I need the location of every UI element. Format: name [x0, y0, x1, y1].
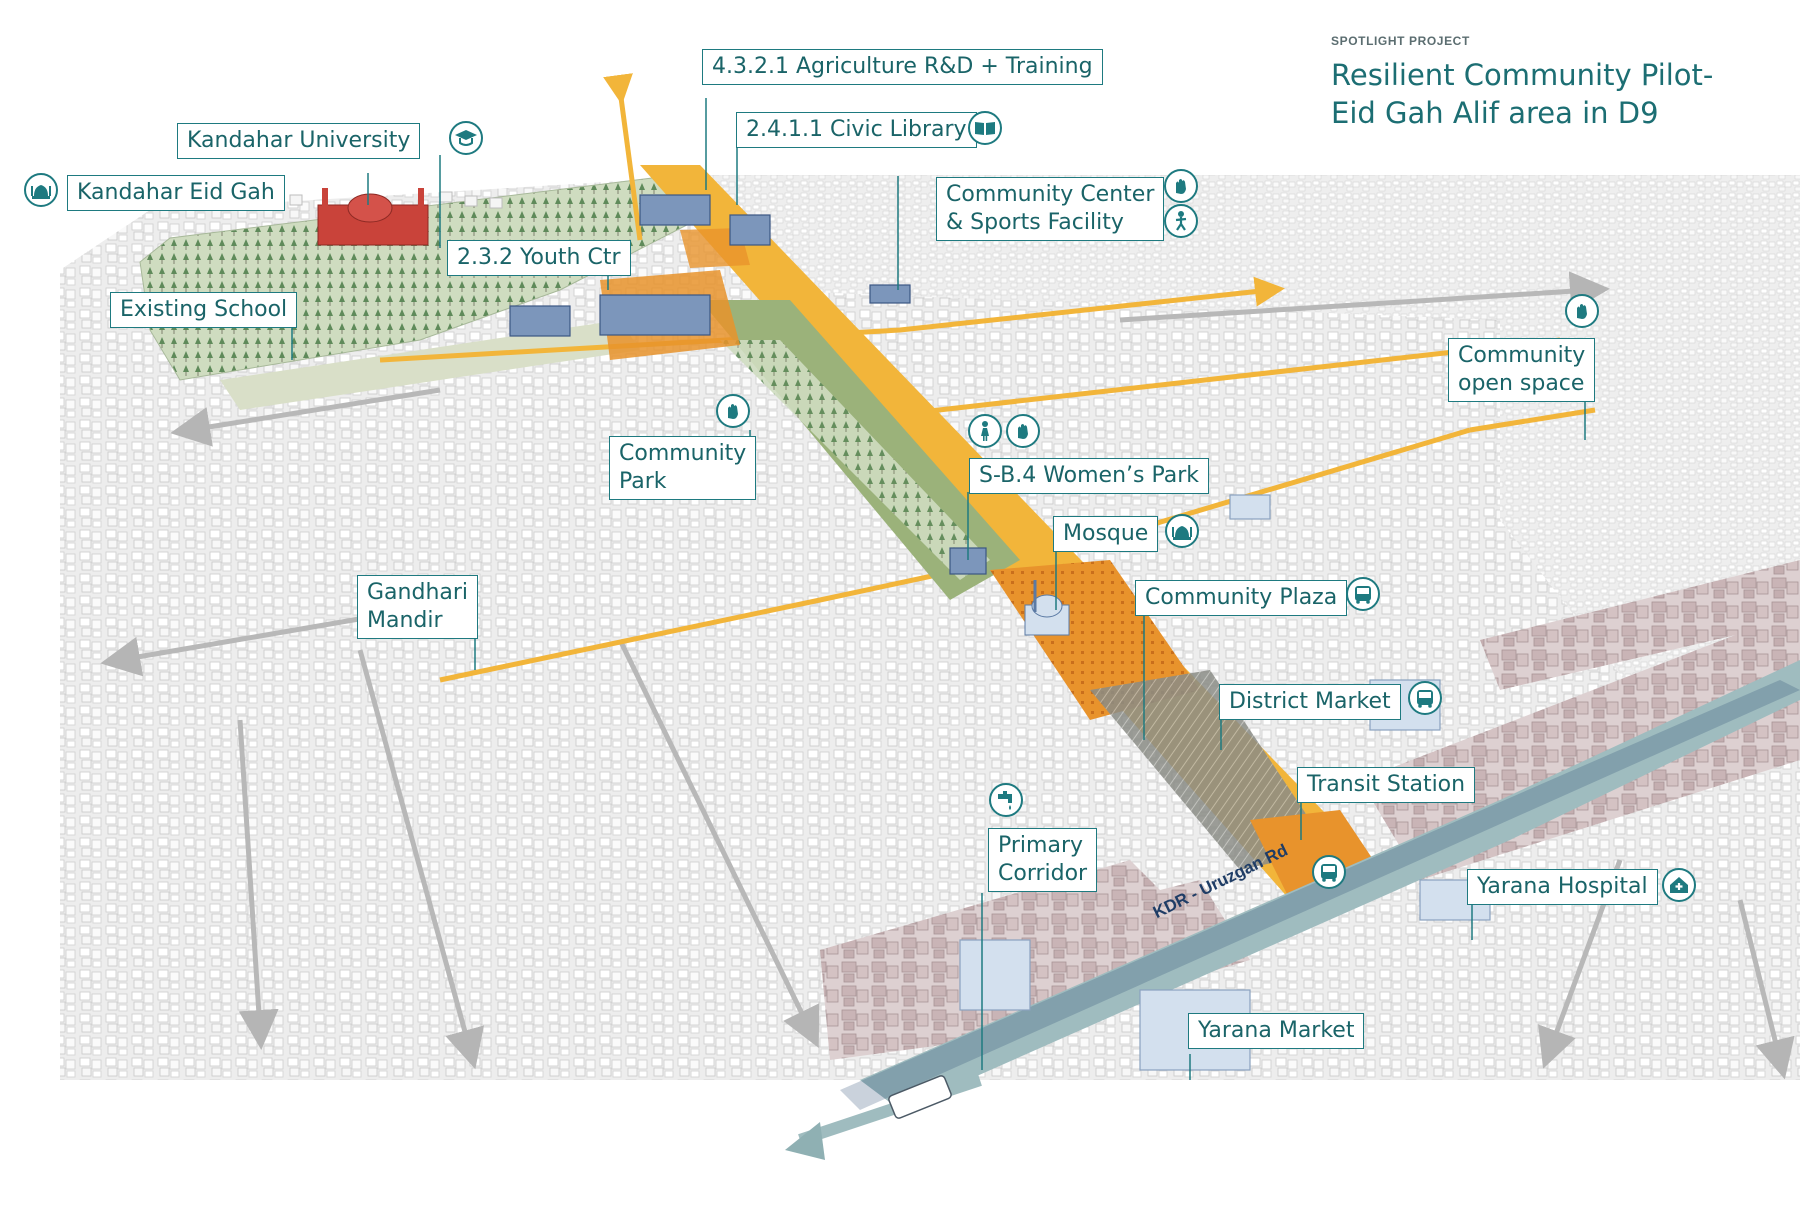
callout-existing-school[interactable]: Existing School	[110, 292, 298, 328]
callout-open-space-line-1: Community	[1458, 343, 1586, 368]
eid-gah-complex	[259, 188, 503, 246]
water-tap-icon	[989, 783, 1023, 817]
woman-icon	[968, 414, 1002, 448]
hand-icon	[716, 394, 750, 428]
primary-corridor	[600, 165, 1380, 900]
callout-gandhari-mandir[interactable]: Gandhari Mandir	[357, 575, 479, 639]
civic-buildings	[509, 194, 1491, 1071]
mosque-icon	[24, 173, 58, 207]
callout-community-plaza[interactable]: Community Plaza	[1135, 580, 1348, 616]
callout-corridor-line-2: Corridor	[998, 861, 1088, 886]
page-title-line-1: Resilient Community Pilot-	[1331, 58, 1714, 92]
mosque-icon	[1165, 514, 1199, 548]
page-title: Resilient Community Pilot- Eid Gah Alif …	[1331, 56, 1751, 132]
callout-kandahar-university[interactable]: Kandahar University	[177, 123, 421, 159]
hand-icon	[1164, 169, 1198, 203]
spotlight-kicker: SPOTLIGHT PROJECT	[1331, 34, 1470, 48]
callout-corridor-line-1: Primary	[998, 833, 1084, 858]
bus-icon	[1408, 681, 1442, 715]
callout-park-line-1: Community	[619, 441, 747, 466]
callout-agriculture[interactable]: 4.3.2.1 Agriculture R&D + Training	[702, 49, 1103, 85]
callout-community-center-line-2: & Sports Facility	[946, 210, 1124, 235]
callout-youth-center[interactable]: 2.3.2 Youth Ctr	[447, 240, 631, 276]
bus-icon	[1346, 577, 1380, 611]
callout-womens-park[interactable]: S-B.4 Women’s Park	[969, 458, 1210, 494]
hand-icon	[1565, 294, 1599, 328]
callout-transit-station[interactable]: Transit Station	[1297, 767, 1476, 803]
hand-icon	[1006, 414, 1040, 448]
callout-mosque[interactable]: Mosque	[1053, 516, 1159, 552]
mosque-building	[1024, 580, 1070, 636]
callout-community-open-space[interactable]: Community open space	[1448, 338, 1596, 402]
callout-community-center[interactable]: Community Center & Sports Facility	[936, 177, 1165, 241]
callout-civic-library[interactable]: 2.4.1.1 Civic Library	[736, 112, 977, 148]
callout-mandir-line-1: Gandhari	[367, 580, 469, 605]
callout-mandir-line-2: Mandir	[367, 608, 443, 633]
sports-person-icon	[1164, 204, 1198, 238]
callout-district-market[interactable]: District Market	[1219, 684, 1401, 720]
page-title-line-2: Eid Gah Alif area in D9	[1331, 96, 1659, 130]
commercial-zones	[820, 560, 1800, 1060]
callout-open-space-line-2: open space	[1458, 371, 1585, 396]
callout-yarana-market[interactable]: Yarana Market	[1188, 1013, 1365, 1049]
callout-yarana-hospital[interactable]: Yarana Hospital	[1467, 869, 1658, 905]
callout-park-line-2: Park	[619, 469, 667, 494]
bus-icon	[1312, 855, 1346, 889]
graduation-cap-icon	[449, 121, 483, 155]
callout-kandahar-eid-gah[interactable]: Kandahar Eid Gah	[67, 175, 285, 211]
hospital-house-icon	[1662, 868, 1696, 902]
callout-community-center-line-1: Community Center	[946, 182, 1155, 207]
callout-community-park[interactable]: Community Park	[609, 436, 757, 500]
callout-primary-corridor[interactable]: Primary Corridor	[988, 828, 1098, 892]
book-icon	[968, 111, 1002, 145]
